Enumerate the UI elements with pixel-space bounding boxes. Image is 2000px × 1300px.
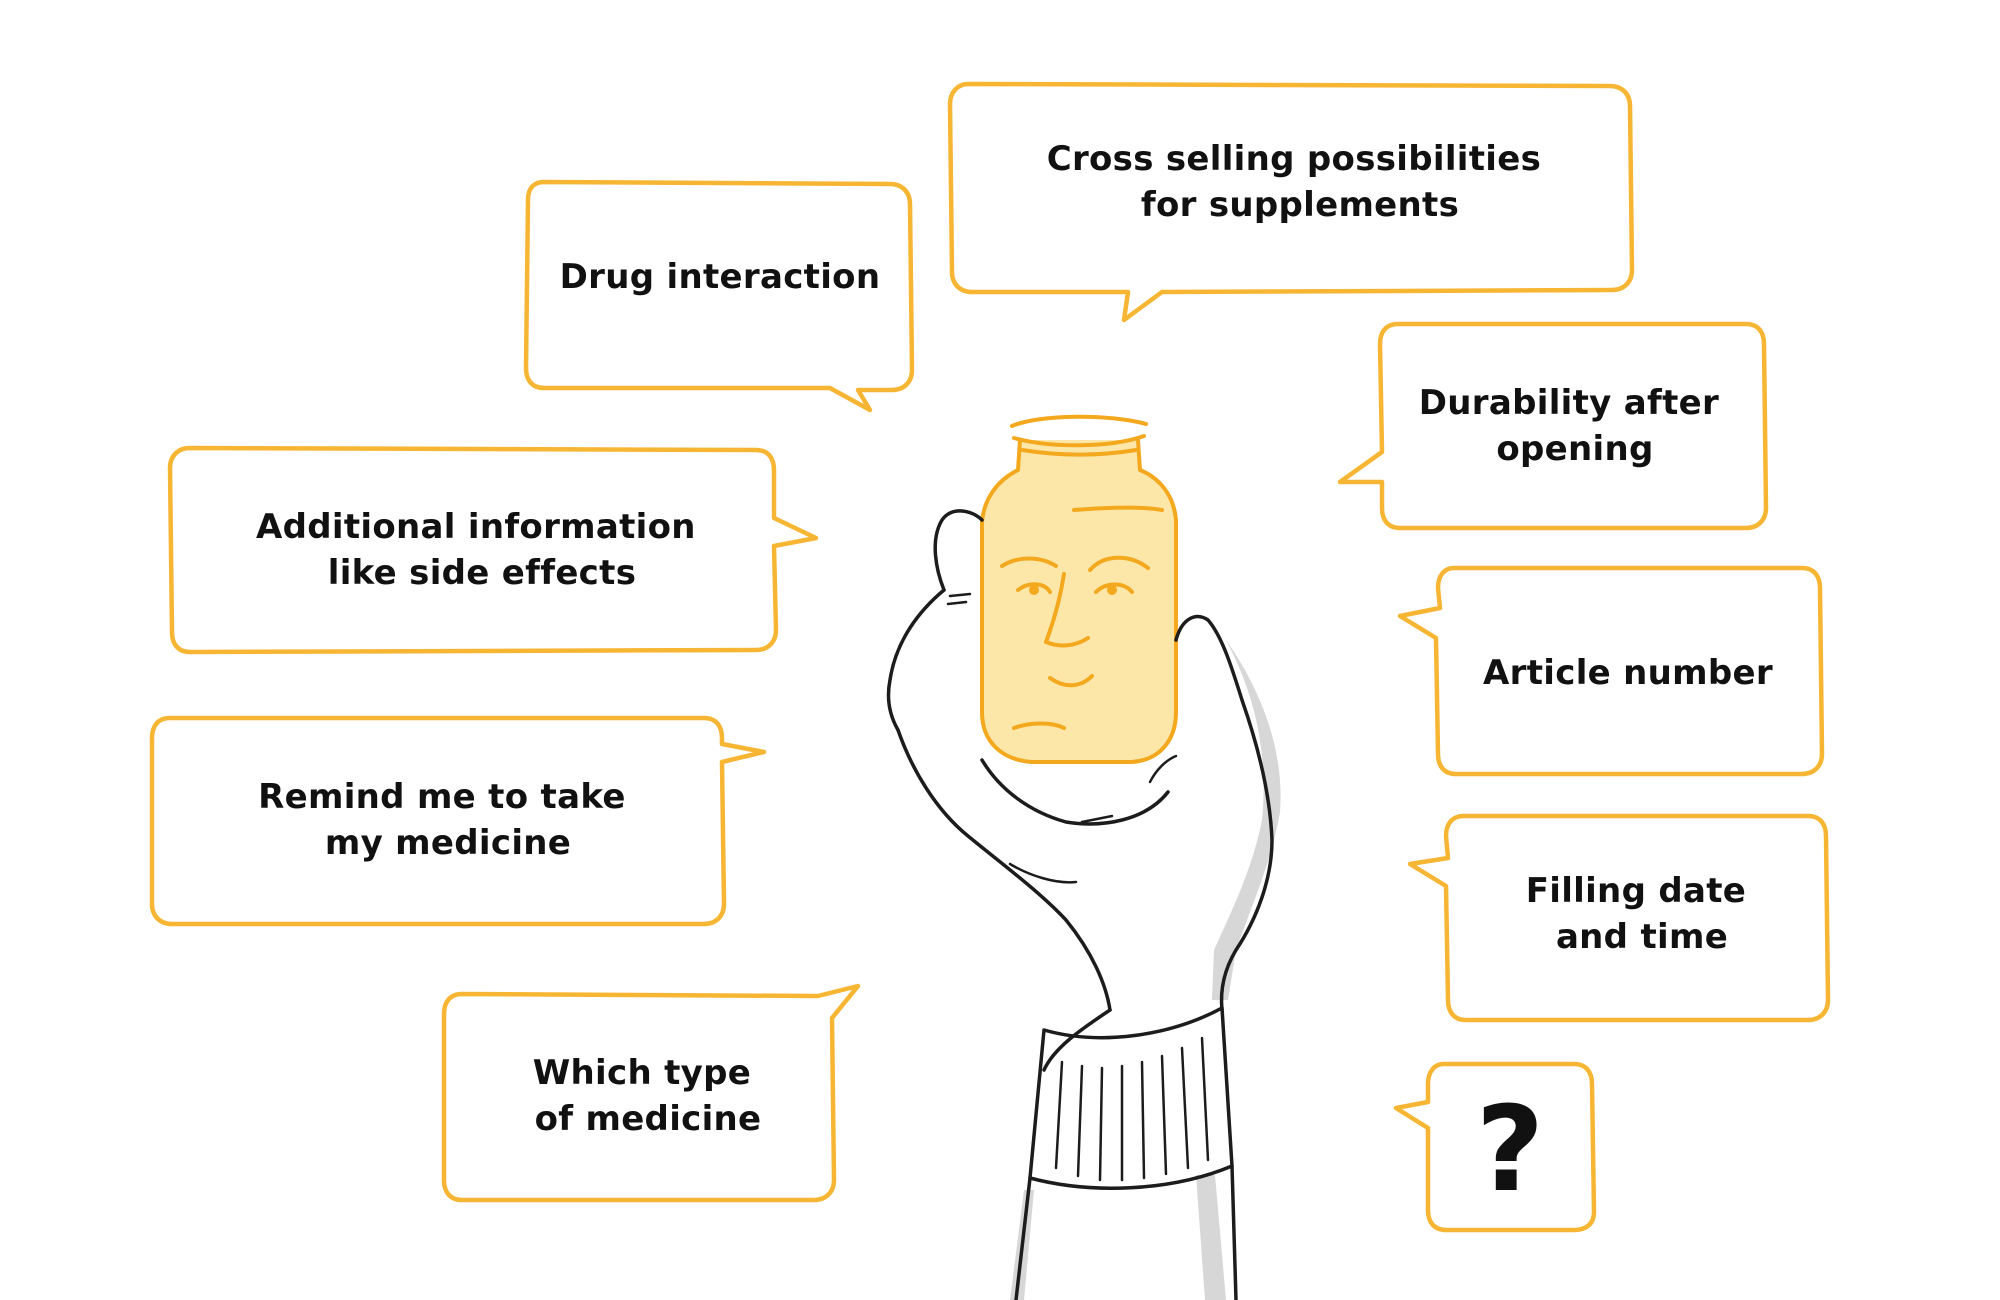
bubble-outline <box>1393 1061 1597 1233</box>
bottle-neck-ring-top <box>1010 414 1148 428</box>
bubble-outline <box>523 179 915 413</box>
sleeve-rib-6 <box>1160 1054 1168 1176</box>
speech-bubble-additional-info: Additional information like side effects <box>167 445 819 655</box>
face-mouth <box>1048 674 1094 688</box>
sleeve-rib-3 <box>1098 1066 1104 1182</box>
face-brow-left <box>1000 556 1058 568</box>
hand-palm-outline <box>896 728 1112 1012</box>
bubble-outline <box>167 445 819 655</box>
bubble-outline <box>1407 813 1831 1023</box>
sleeve-rib-2 <box>1076 1064 1084 1178</box>
speech-bubble-drug-interaction: Drug interaction <box>523 179 915 413</box>
bubble-label: Article number <box>1483 653 1773 693</box>
sleeve-right-line <box>1230 1164 1238 1300</box>
thumb-nail-mark-1 <box>948 592 972 598</box>
bubble-label-line-2: my medicine <box>325 823 571 863</box>
face-pupil-right <box>1107 585 1117 595</box>
bubble-label-line-1: Article number <box>1483 653 1773 693</box>
sleeve-left-line <box>1014 1176 1032 1300</box>
palm-crease-1 <box>1080 814 1114 824</box>
bubble-outline <box>1337 321 1769 531</box>
thumb-nail-mark-2 <box>946 600 968 606</box>
speech-bubble-article-number: Article number <box>1397 565 1825 777</box>
bubble-label-line-1: Drug interaction <box>560 257 881 297</box>
bubble-label-line-1: Cross selling possibilities <box>1047 139 1541 179</box>
sleeve-rib-5 <box>1140 1060 1146 1180</box>
bubble-label-line-1: ? <box>1476 1080 1544 1218</box>
bubble-label: Additional information like side effects <box>256 507 708 593</box>
bubble-label: Cross selling possibilities for suppleme… <box>1047 139 1554 225</box>
sleeve-rib-1 <box>1054 1060 1064 1170</box>
bubble-label: Drug interaction <box>560 257 881 297</box>
face-chin <box>1012 721 1066 730</box>
palm-crease-2 <box>1008 862 1078 884</box>
bubble-label-line-1: Remind me to take <box>258 777 626 817</box>
bubble-label-line-1: Durability after <box>1419 383 1719 423</box>
face-pupil-left <box>1029 585 1039 595</box>
bubble-label-line-2: like side effects <box>328 553 636 593</box>
speech-bubble-unknown: ? <box>1393 1061 1597 1233</box>
bubble-label-line-2: and time <box>1556 917 1728 957</box>
bubble-outline <box>441 983 861 1203</box>
face-brow-right <box>1088 555 1150 572</box>
bubble-label: Which type of medicine <box>533 1053 764 1139</box>
speech-bubble-remind-me: Remind me to take my medicine <box>149 715 767 927</box>
wrist-shading <box>1196 1175 1226 1300</box>
bubble-label-line-2: of medicine <box>535 1099 762 1139</box>
face-nose <box>1044 572 1090 648</box>
bubble-label-line-2: opening <box>1496 429 1653 469</box>
hand-knuckle-line <box>980 758 1170 826</box>
face-eye-left <box>1016 582 1052 594</box>
bubble-label: Filling date and time <box>1526 871 1759 957</box>
bubble-outline <box>947 81 1635 323</box>
face-eye-right <box>1094 582 1134 594</box>
wrist-left-line <box>1042 1008 1112 1072</box>
bottle-neck-ring-mid <box>1012 434 1146 448</box>
bubble-label-line-1: Which type <box>533 1053 751 1093</box>
hand-finger-outline <box>1174 614 1274 952</box>
question-mark-label: ? <box>1476 1080 1544 1218</box>
speech-bubble-filling-date: Filling date and time <box>1407 813 1831 1023</box>
hand-holding-bottle-illustration <box>886 414 1281 1300</box>
bottle-shoulder-line <box>1072 505 1164 512</box>
bubble-label: Durability after opening <box>1419 383 1731 469</box>
hand-thumb-back <box>886 588 946 732</box>
wrist-right-line <box>1219 948 1238 1012</box>
speech-bubble-durability: Durability after opening <box>1337 321 1769 531</box>
sleeve-rib-8 <box>1200 1036 1210 1162</box>
hand-shading <box>1212 640 1281 1000</box>
bubble-outline <box>149 715 767 927</box>
speech-bubble-cross-selling: Cross selling possibilities for suppleme… <box>947 81 1635 323</box>
speech-bubble-type-of-medicine: Which type of medicine <box>441 983 861 1203</box>
hand-thumb-outline <box>933 509 984 592</box>
bubble-label-line-2: for supplements <box>1141 185 1459 225</box>
sleeve-rib-7 <box>1180 1046 1190 1170</box>
bottle-neck-ring-low <box>1020 448 1138 457</box>
bubble-outline <box>1397 565 1825 777</box>
bottle-body-fill <box>982 440 1176 762</box>
bubble-label-line-1: Filling date <box>1526 871 1746 911</box>
bubble-label: Remind me to take my medicine <box>258 777 638 863</box>
bubble-label-line-1: Additional information <box>256 507 696 547</box>
palm-crease-3 <box>1148 754 1178 784</box>
bottle-body-outline <box>980 438 1178 764</box>
